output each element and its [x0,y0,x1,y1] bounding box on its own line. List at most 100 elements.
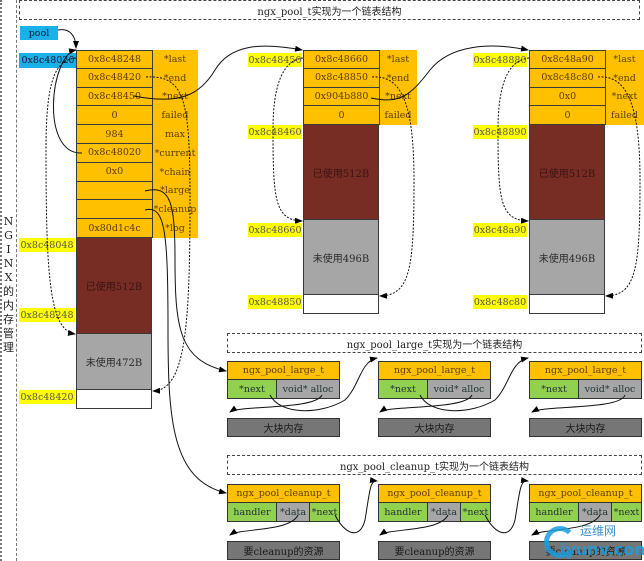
pool3-used-address: 0x8c48890 [473,125,527,139]
large-node-next: *next [227,380,277,399]
cleanup-chain-title: ngx_pool_cleanup_t实现为一个链表结构 [227,455,642,475]
side-label-char: N [3,215,14,228]
pool2-field-value: 0x8c48660 [303,50,380,69]
pool1-unused-block: 未使用472B [76,334,152,390]
large-chain-title: ngx_pool_large_t实现为一个链表结构 [227,333,642,353]
watermark-logo-icon [544,526,576,558]
side-label-char: X [4,271,13,284]
side-label-char: I [6,243,11,256]
pool1-field-name: *log [165,223,185,235]
pool2-field-value: 0 [303,106,380,126]
large-node-type: ngx_pool_large_t [227,361,340,380]
pool3-base-address: 0x8c48880 [473,53,527,67]
pool1-field-value: 984 [76,125,153,144]
pool2-field-value: 0x904b880 [303,87,380,107]
side-label-char: 的 [3,285,14,298]
pool1-field-name: *cleanup [153,204,197,216]
pool1-field-name: *end [163,72,187,84]
pool3-field-value: 0 [529,106,606,126]
pool1-field-name: *last [163,53,187,65]
pool2-unused-block: 未使用496B [303,220,379,295]
side-label-char: G [4,229,13,242]
pool2-base-address: 0x8c48450 [248,53,302,67]
cleanup-node-next: *next [310,503,340,522]
cleanup-node-type: ngx_pool_cleanup_t [529,484,642,503]
pool2-field-name: *last [386,53,410,65]
pool1-field-name: failed [161,110,189,122]
pool1-field-name: *large [160,185,190,197]
pool1-field-value: 0x80d1c4c [76,219,153,238]
pool3-field-value: 0x8c48a90 [529,50,606,69]
cleanup-node-data: *data [277,503,310,522]
watermark-bottom-text: iyunv.com [560,540,644,559]
pool1-field-value: 0x8c48020 [76,144,153,163]
pool1-used-address: 0x8c48048 [19,238,75,252]
pool1-base-address: 0x8c48020 [19,53,77,68]
pool1-field-value: 0x0 [76,162,153,182]
large-node-type: ngx_pool_large_t [529,361,642,380]
pool1-field-value: 0x8c48420 [76,68,153,88]
pool1-unused-address: 0x8c48248 [19,308,75,322]
large-node-next: *next [529,380,579,399]
pool3-field-value: 0x8c48c80 [529,68,606,88]
pool2-unused-address: 0x8c48660 [248,223,302,237]
large-node-block: 大块内存 [227,418,340,437]
watermark: 运维网 iyunv.com [540,520,644,561]
pool3-field-name: *last [613,53,636,65]
pool2-field-value: 0x8c48850 [303,68,380,88]
cleanup-node-resource: 要cleanup的资源 [378,541,491,560]
pool1-field-value: 0x8c48450 [76,87,153,107]
pool3-end-block [529,295,605,314]
pool1-field-value [76,181,153,201]
cleanup-node-resource: 要cleanup的资源 [227,541,340,560]
pool2-end-block [303,295,379,314]
watermark-top-text: 运维网 [580,524,617,538]
large-node-alloc: void* alloc [579,380,642,399]
pool-pointer-label: pool [20,26,58,40]
side-label-char: 存 [3,313,14,326]
pool2-field-name: *end [386,72,410,84]
cleanup-node-next: *next [461,503,491,522]
side-label-char: N [3,257,14,270]
pool3-end-address: 0x8c48c80 [473,295,527,309]
large-node-block: 大块内存 [378,418,491,437]
side-divider [16,0,17,561]
pool1-end-block [76,390,152,409]
pool1-field-name: *next [162,91,188,103]
pool2-used-address: 0x8c48460 [248,125,302,139]
cleanup-node-type: ngx_pool_cleanup_t [378,484,491,503]
large-node-alloc: void* alloc [277,380,340,399]
pool2-field-name: *next [385,91,411,103]
pool1-field-name: max [164,129,186,141]
pool3-field-name: *end [613,72,636,84]
side-label-char: 管 [3,327,14,340]
pool1-field-value: 0x8c48248 [76,50,153,69]
pool3-unused-block: 未使用496B [529,220,605,295]
pool3-field-name: *next [611,91,638,103]
pool1-used-block: 已使用512B [76,238,152,334]
cleanup-node-data: *data [428,503,461,522]
large-node-type: ngx_pool_large_t [378,361,491,380]
pool1-field-name: *current [154,147,196,159]
large-node-next: *next [378,380,428,399]
pool3-field-name: failed [611,110,638,122]
large-node-alloc: void* alloc [428,380,491,399]
cleanup-node-next: *next [612,503,642,522]
pool1-end-address: 0x8c48420 [19,390,75,404]
side-label-char: 理 [3,341,14,354]
pool1-field-name: *chain [159,166,191,178]
pool2-field-name: failed [384,110,412,122]
pool2-end-address: 0x8c48850 [248,295,302,309]
pool2-used-block: 已使用512B [303,125,379,220]
cleanup-node-type: ngx_pool_cleanup_t [227,484,340,503]
cleanup-node-handler: handler [227,503,277,522]
pool3-used-block: 已使用512B [529,125,605,220]
pool3-unused-address: 0x8c48a90 [473,223,527,237]
large-node-block: 大块内存 [529,418,642,437]
pool-chain-title: ngx_pool_t实现为一个链表结构 [19,0,640,20]
side-label-char: 内 [3,299,14,312]
cleanup-node-handler: handler [378,503,428,522]
pool1-field-value: 0 [76,106,153,126]
pool3-field-value: 0x0 [529,87,606,107]
